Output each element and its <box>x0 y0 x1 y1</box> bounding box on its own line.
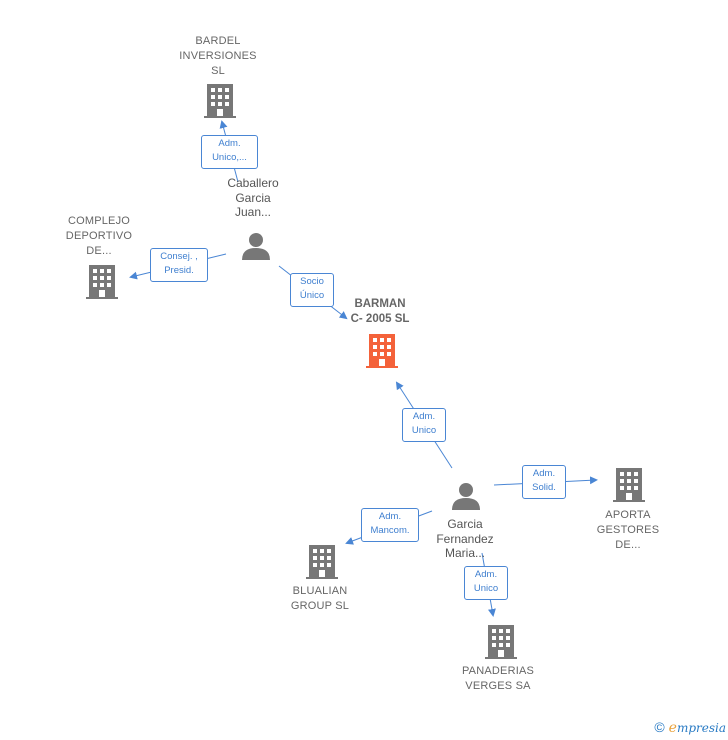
edge-label-caballero-barman: Socio Único <box>290 273 334 307</box>
edge-label-caballero-bardel: Adm. Unico,... <box>201 135 258 169</box>
node-label-garcia[interactable]: Garcia Fernandez Maria... <box>436 517 494 560</box>
node-label-blualian[interactable]: BLUALIAN GROUP SL <box>290 585 350 612</box>
edge-label-garcia-blualian: Adm. Mancom. <box>361 508 419 542</box>
node-label-aporta[interactable]: APORTA GESTORES DE... <box>596 509 660 551</box>
building-icon <box>613 468 645 502</box>
edge-label-garcia-aporta: Adm. Solid. <box>522 465 566 499</box>
node-label-bardel[interactable]: BARDEL INVERSIONES SL <box>179 35 257 77</box>
person-icon <box>242 233 270 260</box>
edge-label-caballero-complejo: Consej. , Presid. <box>150 248 208 282</box>
building-icon <box>306 545 338 579</box>
building-icon-focus <box>366 334 398 368</box>
building-icon <box>485 625 517 659</box>
node-label-caballero[interactable]: Caballero Garcia Juan... <box>227 176 279 219</box>
node-label-panaderias[interactable]: PANADERIAS VERGES SA <box>461 665 535 692</box>
brand-name: mpresia <box>676 721 726 735</box>
person-icon <box>452 483 480 510</box>
node-label-complejo[interactable]: COMPLEJO DEPORTIVO DE... <box>65 215 133 257</box>
edge-label-garcia-panaderias: Adm. Unico <box>464 566 508 600</box>
node-label-barman[interactable]: BARMAN C- 2005 SL <box>350 298 410 325</box>
copyright-icon: © <box>654 719 665 735</box>
building-icon <box>86 265 118 299</box>
brand-e: e <box>668 720 677 736</box>
empresia-logo: ©empresia <box>654 719 726 736</box>
building-icon <box>204 84 236 118</box>
edge-label-garcia-barman: Adm. Unico <box>402 408 446 442</box>
